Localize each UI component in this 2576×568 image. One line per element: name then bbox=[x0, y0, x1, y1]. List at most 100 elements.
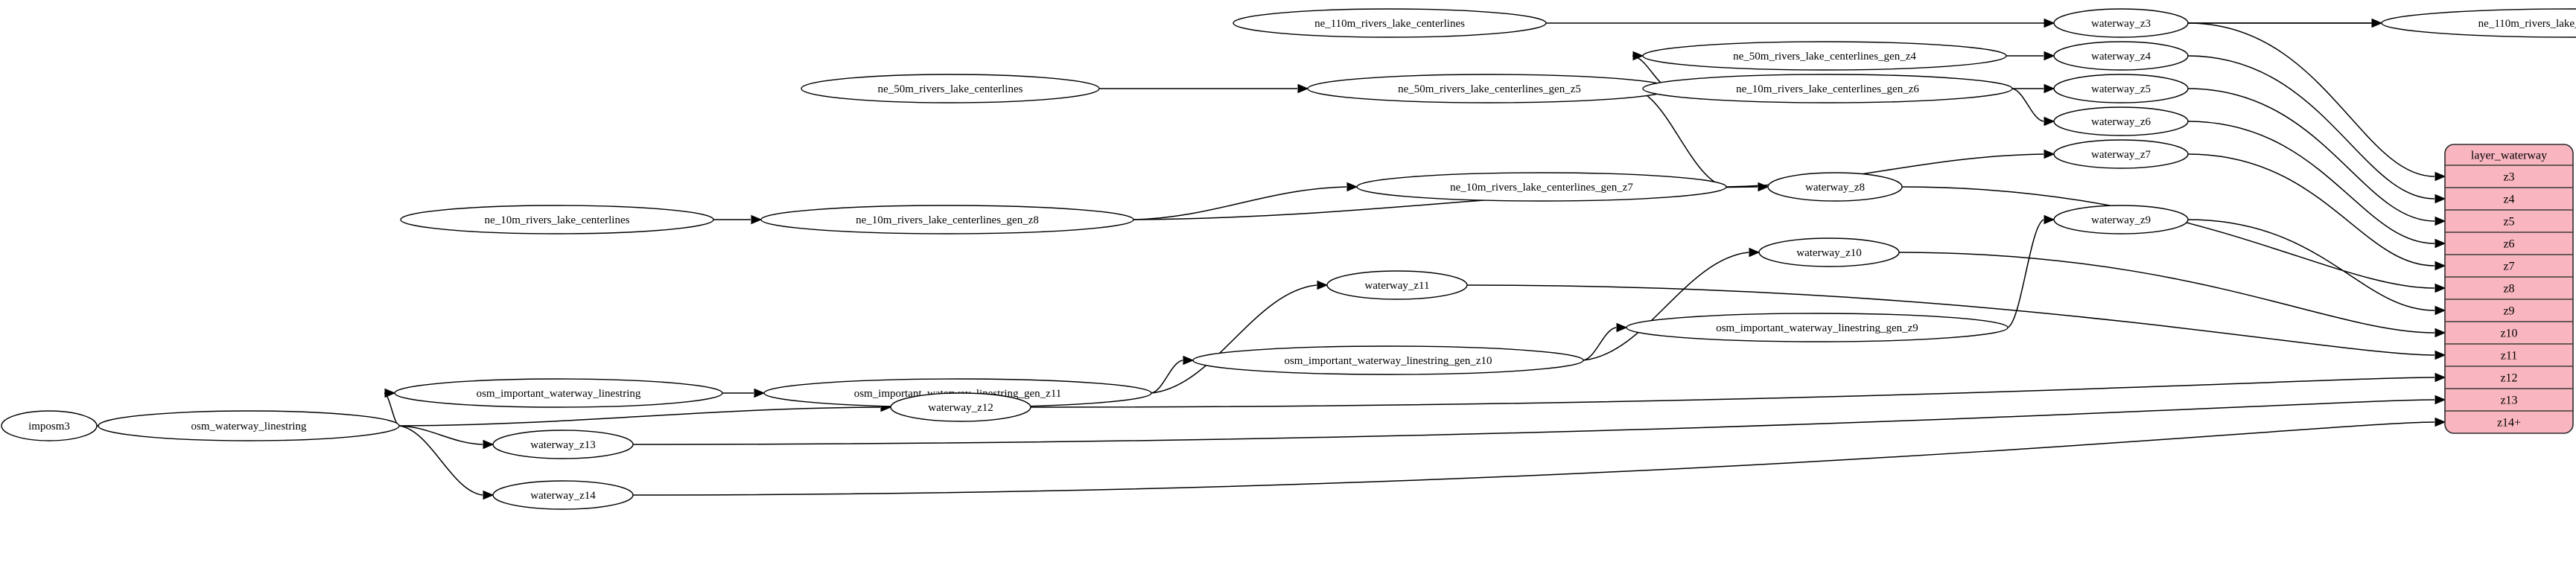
node-osm_waterway_linestring[interactable]: osm_waterway_linestring bbox=[98, 410, 400, 441]
arrow-head bbox=[2435, 194, 2446, 204]
node-shape bbox=[1758, 237, 1900, 267]
arrow-head bbox=[2435, 328, 2446, 338]
node-label: ne_10m_rivers_lake_centerlines bbox=[485, 214, 630, 226]
node-label: imposm3 bbox=[28, 421, 70, 433]
arrow-head bbox=[2435, 372, 2446, 383]
node-waterway_z5[interactable]: waterway_z5 bbox=[2053, 74, 2189, 103]
node-label: waterway_z8 bbox=[1805, 182, 1865, 194]
edge-waterway_z9-to-layer-z9 bbox=[2187, 219, 2435, 311]
table-row-z9[interactable]: z9 bbox=[2503, 305, 2514, 318]
node-ne_10m_gen_z8[interactable]: ne_10m_rivers_lake_centerlines_gen_z8 bbox=[760, 205, 1134, 234]
node-label: waterway_z14 bbox=[530, 490, 596, 502]
node-shape bbox=[2053, 8, 2189, 38]
arrow-head bbox=[2435, 171, 2446, 182]
edge-ne_10m_gen_z6-to-waterway_z6 bbox=[2011, 88, 2044, 122]
node-osm_imp_gen_z10[interactable]: osm_important_waterway_linestring_gen_z1… bbox=[1192, 345, 1584, 375]
node-shape bbox=[1626, 313, 2009, 342]
arrow-head bbox=[2044, 214, 2055, 225]
table-row-z3[interactable]: z3 bbox=[2503, 171, 2514, 184]
node-ne_50m_gen_z5[interactable]: ne_50m_rivers_lake_centerlines_gen_z5 bbox=[1307, 74, 1672, 103]
node-shape bbox=[492, 480, 634, 510]
edge-osm_imp_gen_z11-to-osm_imp_gen_z10 bbox=[1151, 360, 1183, 394]
arrow-head bbox=[754, 388, 766, 398]
arrow-head bbox=[2044, 149, 2055, 159]
node-label: ne_110m_rivers_lake_centerlines bbox=[1314, 18, 1465, 30]
node-imposm3[interactable]: imposm3 bbox=[1, 410, 98, 441]
table-row-z6[interactable]: z6 bbox=[2503, 238, 2514, 251]
table-row-z8[interactable]: z8 bbox=[2503, 283, 2514, 296]
arrow-head bbox=[1346, 182, 1358, 192]
edges-layer bbox=[88, 18, 2576, 500]
node-label: waterway_z10 bbox=[1796, 247, 1861, 259]
table-row-z10[interactable]: z10 bbox=[2500, 328, 2517, 340]
node-osm_imp[interactable]: osm_important_waterway_linestring bbox=[394, 378, 723, 408]
node-shape bbox=[2053, 205, 2189, 234]
node-shape bbox=[1642, 74, 2013, 103]
arrow-head bbox=[2435, 261, 2446, 271]
table-row-z5[interactable]: z5 bbox=[2503, 216, 2514, 229]
node-label: osm_important_waterway_linestring_gen_z1… bbox=[1284, 355, 1492, 367]
node-waterway_z11[interactable]: waterway_z11 bbox=[1326, 270, 1468, 300]
node-label: osm_important_waterway_linestring bbox=[477, 388, 641, 400]
node-waterway_z13[interactable]: waterway_z13 bbox=[492, 430, 634, 459]
node-waterway_z10[interactable]: waterway_z10 bbox=[1758, 237, 1900, 267]
node-label: ne_110m_rivers_lake_centerlines_gen_z3 bbox=[2478, 18, 2576, 30]
node-osm_imp_gen_z9[interactable]: osm_important_waterway_linestring_gen_z9 bbox=[1626, 313, 2009, 342]
table-row-z11[interactable]: z11 bbox=[2501, 350, 2518, 363]
arrow-head bbox=[2044, 51, 2055, 61]
node-waterway_z8[interactable]: waterway_z8 bbox=[1767, 172, 1903, 202]
edge-ne_10m_gen_z7-to-ne_10m_gen_z6 bbox=[1632, 88, 1727, 188]
arrow-head bbox=[751, 214, 763, 225]
node-shape bbox=[760, 205, 1134, 234]
node-shape bbox=[1642, 41, 2007, 71]
arrow-head bbox=[2435, 283, 2446, 293]
node-ne_50m[interactable]: ne_50m_rivers_lake_centerlines bbox=[801, 74, 1100, 103]
arrow-head bbox=[483, 490, 494, 500]
node-waterway_z6[interactable]: waterway_z6 bbox=[2053, 106, 2189, 136]
table-row-z4[interactable]: z4 bbox=[2503, 194, 2514, 206]
node-label: waterway_z5 bbox=[2091, 83, 2151, 95]
edge-waterway_z6-to-layer-z6 bbox=[2187, 121, 2435, 244]
node-shape bbox=[2053, 106, 2189, 136]
edge-waterway_z10-to-layer-z10 bbox=[1898, 252, 2435, 334]
node-ne_110m_gen_z3[interactable]: ne_110m_rivers_lake_centerlines_gen_z3 bbox=[2381, 8, 2576, 38]
table-row-z13[interactable]: z13 bbox=[2500, 395, 2517, 407]
arrow-head bbox=[2435, 216, 2446, 226]
node-shape bbox=[1233, 8, 1547, 38]
node-ne_10m_gen_z6[interactable]: ne_10m_rivers_lake_centerlines_gen_z6 bbox=[1642, 74, 2013, 103]
arrow-head bbox=[1749, 247, 1761, 258]
node-waterway_z4[interactable]: waterway_z4 bbox=[2053, 41, 2189, 71]
node-ne_10m[interactable]: ne_10m_rivers_lake_centerlines bbox=[400, 205, 714, 234]
node-label: ne_50m_rivers_lake_centerlines bbox=[878, 83, 1023, 95]
arrow-head bbox=[2435, 350, 2446, 360]
node-ne_50m_gen_z4[interactable]: ne_50m_rivers_lake_centerlines_gen_z4 bbox=[1642, 41, 2007, 71]
table-row-z12[interactable]: z12 bbox=[2500, 372, 2517, 385]
node-waterway_z12[interactable]: waterway_z12 bbox=[890, 392, 1031, 422]
node-waterway_z14[interactable]: waterway_z14 bbox=[492, 480, 634, 510]
table-row-z7[interactable]: z7 bbox=[2503, 261, 2514, 273]
node-ne_110m[interactable]: ne_110m_rivers_lake_centerlines bbox=[1233, 8, 1547, 38]
node-label: ne_10m_rivers_lake_centerlines_gen_z8 bbox=[856, 214, 1039, 226]
node-waterway_z9[interactable]: waterway_z9 bbox=[2053, 205, 2189, 234]
edge-waterway_z3-to-layer-z3 bbox=[2187, 22, 2435, 177]
arrow-head bbox=[2435, 417, 2446, 427]
edge-ne_10m_gen_z8-to-ne_10m_gen_z7 bbox=[1133, 186, 1347, 220]
node-shape bbox=[492, 430, 634, 459]
edge-osm_imp_gen_z10-to-waterway_z10 bbox=[1583, 252, 1749, 361]
arrow-head bbox=[1183, 355, 1195, 366]
edge-waterway_z11-to-layer-z11 bbox=[1466, 284, 2435, 356]
node-label: osm_important_waterway_linestring_gen_z9 bbox=[1716, 322, 1918, 334]
node-waterway_z7[interactable]: waterway_z7 bbox=[2053, 139, 2189, 169]
arrow-head bbox=[1616, 322, 1628, 333]
node-label: waterway_z4 bbox=[2091, 51, 2151, 63]
arrow-head bbox=[2435, 238, 2446, 249]
node-shape bbox=[1192, 345, 1584, 375]
node-waterway_z3[interactable]: waterway_z3 bbox=[2053, 8, 2189, 38]
table-header-label: layer_waterway bbox=[2471, 150, 2547, 162]
node-label: osm_waterway_linestring bbox=[191, 421, 307, 433]
node-ne_10m_gen_z7[interactable]: ne_10m_rivers_lake_centerlines_gen_z7 bbox=[1356, 172, 1727, 202]
table-row-z14+[interactable]: z14+ bbox=[2497, 417, 2521, 430]
edge-waterway_z14-to-layer-z14+ bbox=[632, 421, 2435, 496]
